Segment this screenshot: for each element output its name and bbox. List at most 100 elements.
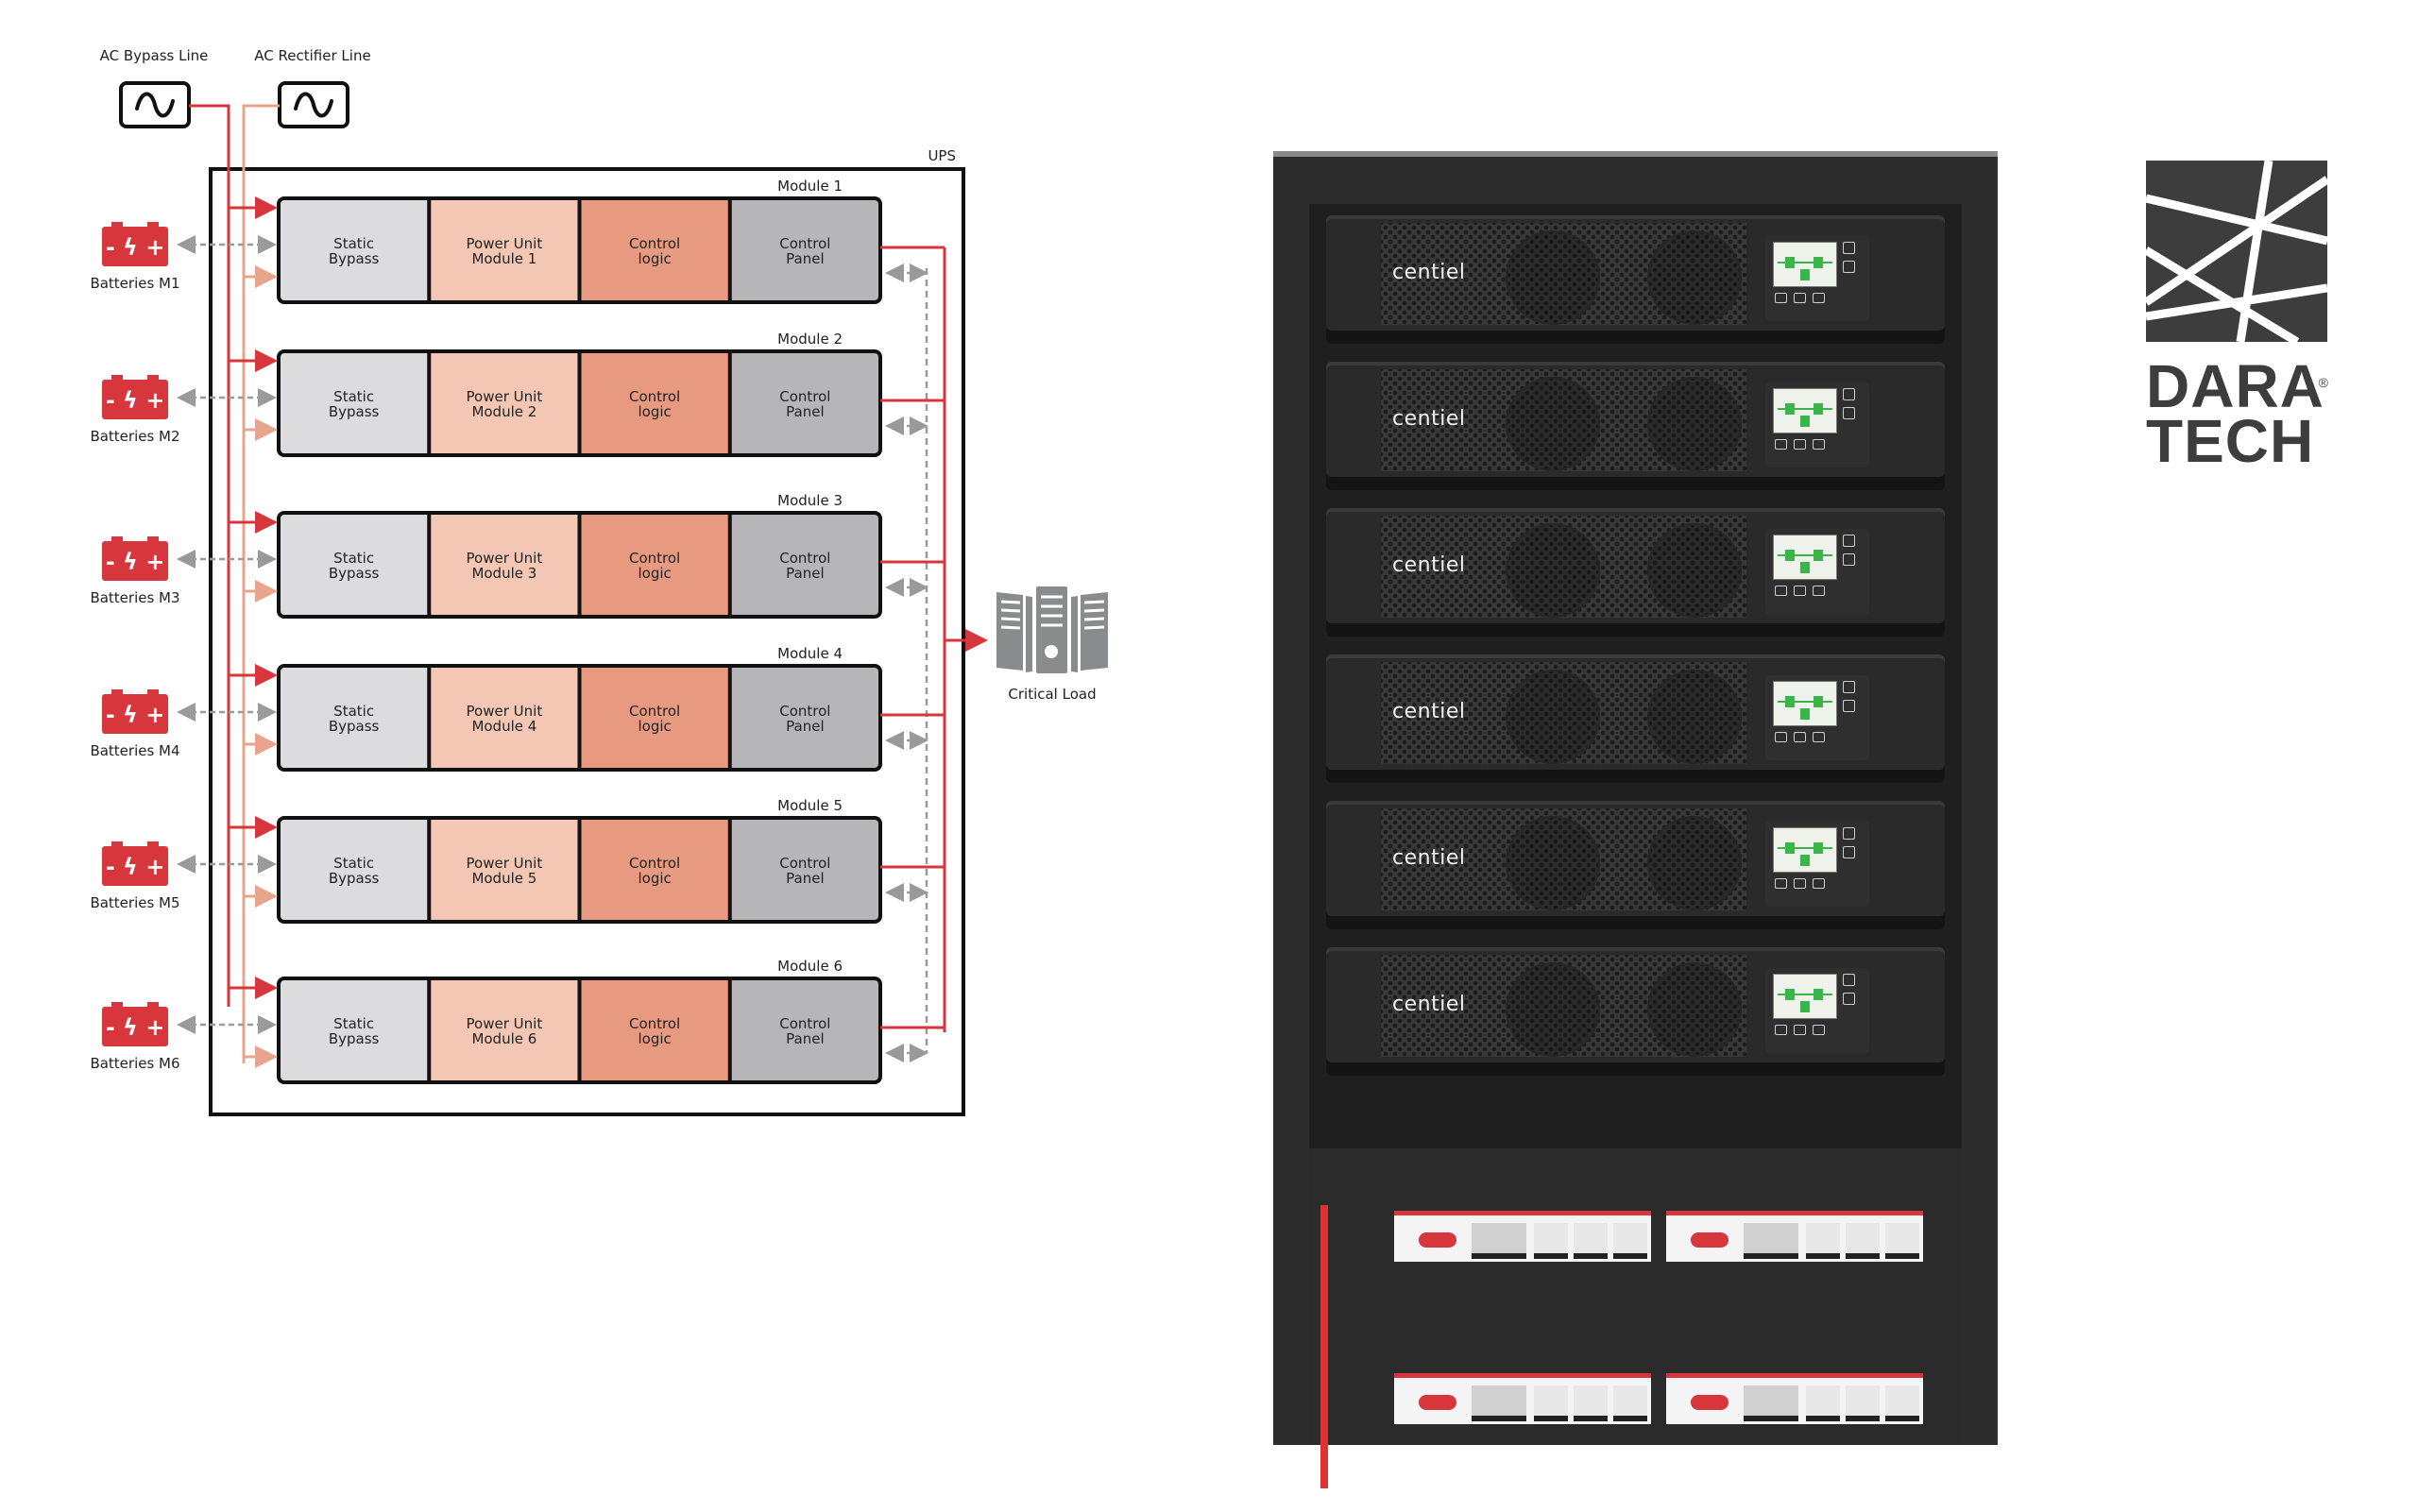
lcd-screen: [1773, 827, 1837, 873]
circuit-breaker[interactable]: [1666, 1211, 1923, 1262]
module-title: Module 2: [777, 331, 843, 348]
menu-button[interactable]: [1843, 846, 1855, 858]
up-button[interactable]: [1794, 1025, 1806, 1035]
block-label: Control: [779, 550, 830, 567]
block-label: Control: [629, 703, 680, 720]
menu-button[interactable]: [1843, 261, 1855, 273]
fan-icon: [1647, 962, 1742, 1057]
enter-button[interactable]: [1813, 732, 1825, 742]
block-label: Power Unit: [467, 550, 543, 567]
svg-text:- ϟ +: - ϟ +: [106, 1014, 165, 1041]
breaker-switch[interactable]: [1744, 1223, 1798, 1259]
critical-load-icon: [996, 586, 1108, 673]
power-button[interactable]: [1843, 827, 1855, 840]
up-button[interactable]: [1794, 293, 1806, 303]
block-label: Panel: [786, 870, 824, 887]
module-title: Module 6: [777, 958, 843, 975]
circuit-breaker[interactable]: [1394, 1373, 1651, 1424]
down-button[interactable]: [1775, 878, 1787, 889]
power-button[interactable]: [1843, 388, 1855, 400]
module-block: [579, 818, 730, 922]
module-outline: [277, 977, 882, 1084]
block-label: Power Unit: [467, 855, 543, 872]
ups-block-diagram: AC Bypass Line AC Rectifier Line UPS Mod…: [90, 47, 1108, 1116]
block-label: Control: [779, 388, 830, 405]
down-button[interactable]: [1775, 1025, 1787, 1035]
block-label: Control: [629, 388, 680, 405]
block-label: logic: [638, 403, 671, 420]
module-block: [729, 978, 880, 1082]
up-button[interactable]: [1794, 586, 1806, 596]
fan-icon: [1506, 816, 1600, 910]
module-block: [579, 978, 730, 1082]
enter-button[interactable]: [1813, 439, 1825, 450]
block-label: Bypass: [329, 1030, 380, 1047]
menu-button[interactable]: [1843, 993, 1855, 1005]
battery-icon: - ϟ +: [102, 222, 168, 266]
battery-icon: - ϟ +: [102, 1002, 168, 1046]
breaker-handle[interactable]: [1419, 1232, 1456, 1248]
module-title: Module 4: [777, 645, 843, 662]
block-label: Control: [779, 703, 830, 720]
power-button[interactable]: [1843, 535, 1855, 547]
menu-button[interactable]: [1843, 407, 1855, 419]
module-outline: [277, 816, 882, 924]
module-block: [279, 666, 430, 770]
block-label: Module 6: [471, 1030, 536, 1047]
menu-button[interactable]: [1843, 553, 1855, 566]
down-button[interactable]: [1775, 732, 1787, 742]
up-button[interactable]: [1794, 732, 1806, 742]
enter-button[interactable]: [1813, 586, 1825, 596]
block-label: Static: [333, 235, 374, 252]
rectifier-line-label: AC Rectifier Line: [254, 47, 370, 64]
battery-label: Batteries M1: [90, 275, 179, 292]
rack-power-module: centiel: [1326, 508, 1945, 637]
logo-mark-icon: [2143, 160, 2330, 346]
power-button[interactable]: [1843, 242, 1855, 254]
power-button[interactable]: [1843, 974, 1855, 986]
up-button[interactable]: [1794, 439, 1806, 450]
breaker-handle[interactable]: [1691, 1232, 1728, 1248]
menu-button[interactable]: [1843, 700, 1855, 712]
svg-text:- ϟ +: - ϟ +: [106, 234, 165, 261]
circuit-breaker[interactable]: [1666, 1373, 1923, 1424]
battery-label: Batteries M2: [90, 428, 179, 445]
module-display-panel: [1765, 529, 1869, 614]
lcd-screen: [1773, 974, 1837, 1019]
rack-power-module: centiel: [1326, 215, 1945, 344]
block-label: Bypass: [329, 870, 380, 887]
module-block: [579, 513, 730, 617]
block-label: Static: [333, 703, 374, 720]
block-label: Panel: [786, 565, 824, 582]
breaker-switch[interactable]: [1472, 1385, 1526, 1421]
fan-icon: [1647, 377, 1742, 471]
down-button[interactable]: [1775, 439, 1787, 450]
module-block: [579, 198, 730, 302]
enter-button[interactable]: [1813, 293, 1825, 303]
svg-text:- ϟ +: - ϟ +: [106, 549, 165, 575]
rack-power-module: centiel: [1326, 654, 1945, 783]
block-label: Control: [629, 1015, 680, 1032]
battery-icon: - ϟ +: [102, 841, 168, 886]
breaker-panel: [1309, 1148, 1962, 1488]
logo-line1: DARA®: [2146, 352, 2329, 420]
breaker-handle[interactable]: [1419, 1395, 1456, 1410]
circuit-breaker[interactable]: [1394, 1211, 1651, 1262]
block-label: Module 5: [471, 870, 536, 887]
power-button[interactable]: [1843, 681, 1855, 693]
enter-button[interactable]: [1813, 1025, 1825, 1035]
module-block: [729, 198, 880, 302]
breaker-handle[interactable]: [1691, 1395, 1728, 1410]
enter-button[interactable]: [1813, 878, 1825, 889]
block-label: logic: [638, 1030, 671, 1047]
block-label: Control: [779, 855, 830, 872]
down-button[interactable]: [1775, 586, 1787, 596]
breaker-switch[interactable]: [1472, 1223, 1526, 1259]
rectifier-trunk-line: [242, 104, 280, 1063]
breaker-switch[interactable]: [1744, 1385, 1798, 1421]
rack-power-module: centiel: [1326, 947, 1945, 1076]
down-button[interactable]: [1775, 293, 1787, 303]
up-button[interactable]: [1794, 878, 1806, 889]
brand-label: centiel: [1392, 846, 1466, 870]
